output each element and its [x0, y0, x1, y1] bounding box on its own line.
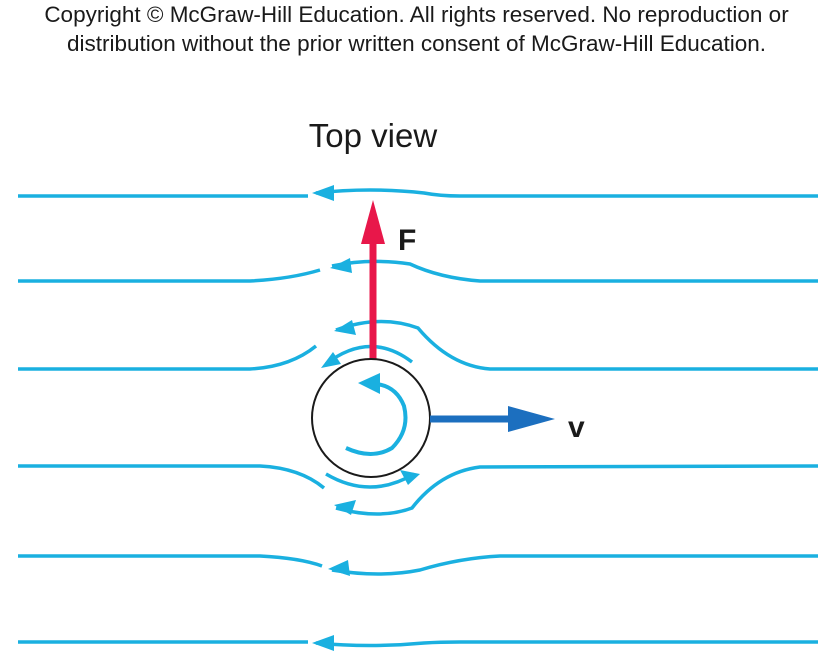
upper-arc-arrowhead — [321, 352, 341, 368]
copyright-notice: Copyright © McGraw-Hill Education. All r… — [0, 0, 833, 58]
streamline-5 — [18, 554, 818, 576]
flow-arrowhead-6 — [312, 635, 334, 651]
force-label: F — [398, 224, 416, 257]
velocity-label: v — [568, 411, 585, 444]
streamline-6 — [18, 640, 818, 648]
flow-arrowhead-5 — [328, 560, 350, 576]
flow-arrowhead-1 — [312, 185, 334, 201]
flow-arrowhead-2 — [330, 258, 352, 273]
streamline-2 — [18, 259, 818, 283]
force-arrow — [361, 200, 385, 360]
spinning-ball — [311, 358, 431, 478]
copyright-line-2: distribution without the prior written c… — [66, 31, 767, 56]
streamline-4 — [18, 464, 819, 516]
spin-arrow — [345, 373, 408, 456]
flow-arrowhead-4 — [334, 500, 356, 515]
streamline-3 — [18, 319, 818, 371]
circulation-arrowheads — [321, 352, 420, 485]
streamline-1 — [18, 188, 818, 198]
copyright-line-1: Copyright © McGraw-Hill Education. All r… — [44, 2, 789, 27]
streamlines — [18, 188, 819, 648]
lower-arc-arrowhead — [400, 470, 420, 485]
flow-arrowhead-3 — [334, 320, 356, 335]
diagram-title: Top view — [309, 117, 438, 154]
streamline-arrowheads — [312, 185, 356, 651]
velocity-arrow — [430, 406, 555, 432]
